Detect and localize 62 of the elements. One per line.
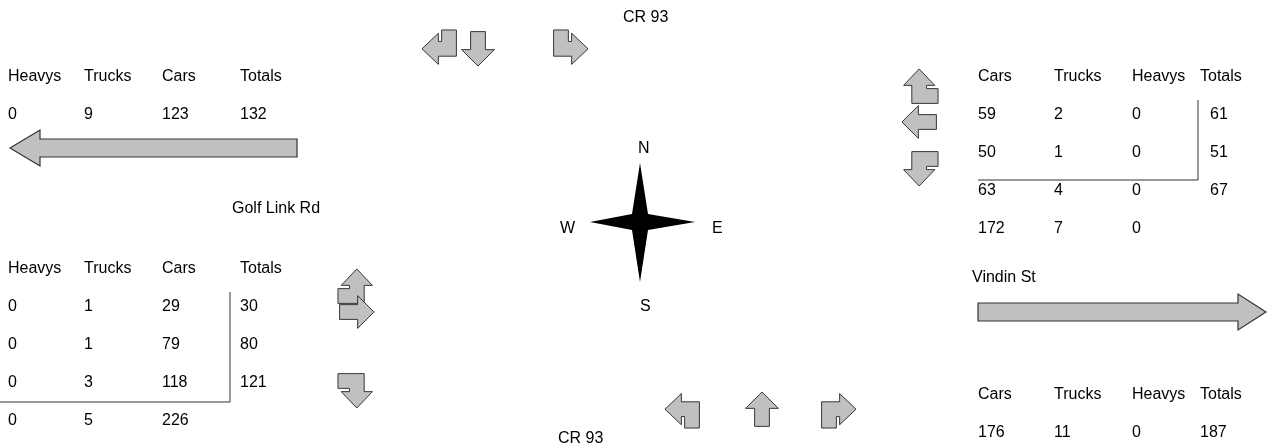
label-text: 4: [1054, 181, 1063, 199]
label-text: 50: [978, 143, 996, 161]
label-text: 2: [1054, 105, 1063, 123]
label-text: 61: [1210, 105, 1228, 123]
label-text: 0: [1132, 219, 1141, 237]
label-text: 80: [240, 335, 258, 353]
label-text: 176: [978, 423, 1005, 441]
label-text: Totals: [240, 67, 282, 85]
label-text: CR 93: [558, 429, 604, 444]
label-text: CR 93: [623, 8, 669, 26]
label-text: Totals: [240, 259, 282, 277]
label-text: 121: [240, 373, 267, 391]
label-text: 172: [978, 219, 1005, 237]
label-text: 63: [978, 181, 996, 199]
label-text: 67: [1210, 181, 1228, 199]
label-text: 3: [84, 373, 93, 391]
label-text: 30: [240, 297, 258, 315]
label-text: Cars: [978, 67, 1012, 85]
label-text: Heavys: [1132, 385, 1186, 403]
label-text: Trucks: [84, 67, 132, 85]
label-text: E: [712, 219, 723, 237]
label-text: 1: [1054, 143, 1063, 161]
label-text: S: [640, 297, 651, 315]
label-text: 29: [162, 297, 180, 315]
label-text: 0: [8, 373, 17, 391]
label-text: W: [560, 219, 576, 237]
label-text: 79: [162, 335, 180, 353]
label-text: 5: [84, 411, 93, 429]
label-text: 1: [84, 335, 93, 353]
label-text: Heavys: [8, 67, 62, 85]
label-text: 0: [8, 335, 17, 353]
label-text: 59: [978, 105, 996, 123]
label-text: 226: [162, 411, 189, 429]
label-text: Cars: [162, 67, 196, 85]
label-text: 123: [162, 105, 189, 123]
label-text: Trucks: [1054, 67, 1102, 85]
label-text: 0: [1132, 181, 1141, 199]
label-text: 0: [8, 297, 17, 315]
label-text: Trucks: [84, 259, 132, 277]
label-text: Cars: [978, 385, 1012, 403]
label-text: Golf Link Rd: [232, 199, 321, 217]
label-text: Heavys: [8, 259, 62, 277]
label-text: 1: [84, 297, 93, 315]
label-text: 0: [8, 105, 17, 123]
label-text: 132: [240, 105, 267, 123]
label-text: 9: [84, 105, 93, 123]
label-text: 118: [162, 373, 188, 391]
label-text: 0: [1132, 143, 1141, 161]
label-text: 0: [8, 411, 17, 429]
label-text: Cars: [162, 259, 196, 277]
label-text: 51: [1210, 143, 1228, 161]
label-text: 11: [1054, 423, 1071, 441]
label-text: Heavys: [1132, 67, 1186, 85]
label-text: 0: [1132, 105, 1141, 123]
label-text: 7: [1054, 219, 1063, 237]
label-text: Trucks: [1054, 385, 1102, 403]
label-text: Totals: [1200, 385, 1242, 403]
label-text: 187: [1200, 423, 1227, 441]
label-text: Totals: [1200, 67, 1242, 85]
label-text: Vindin St: [972, 268, 1036, 286]
label-text: N: [638, 139, 650, 157]
label-text: 0: [1132, 423, 1141, 441]
